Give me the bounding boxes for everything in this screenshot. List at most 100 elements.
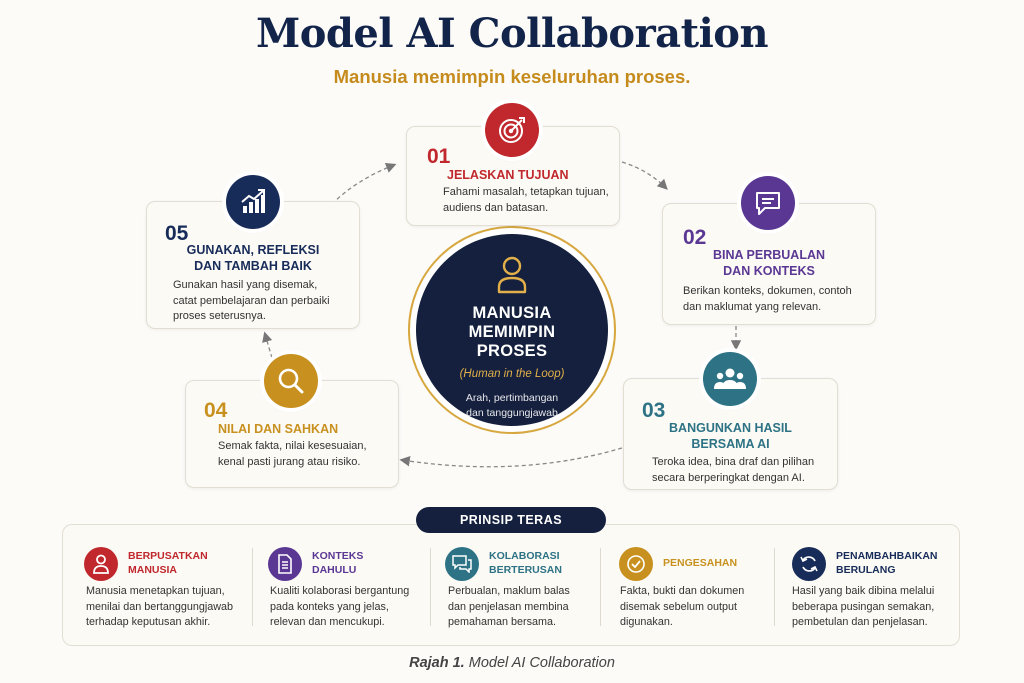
desc-line: digunakan. — [620, 616, 673, 628]
center-title: MANUSIA MEMIMPIN PROSES — [416, 304, 608, 361]
arrow-04-to-05 — [262, 331, 273, 359]
divider — [252, 548, 253, 626]
desc-line: Berikan konteks, dokumen, contoh — [683, 285, 852, 297]
title-line: BERPUSATKAN — [128, 550, 208, 562]
step-number: 01 — [427, 145, 451, 168]
step-number: 02 — [683, 226, 707, 249]
page-title: Model AI Collaboration — [255, 10, 769, 57]
document-icon — [268, 547, 302, 581]
figure-caption: Rajah 1. Model AI Collaboration — [0, 655, 1024, 671]
step-title: JELASKAN TUJUAN — [447, 168, 569, 182]
desc-line: catat pembelajaran dan perbaiki — [173, 294, 330, 307]
desc-line: relevan dan mencukupi. — [270, 616, 385, 628]
arrow-01-to-02 — [621, 161, 668, 190]
title-line: PENGESAHAN — [663, 557, 738, 569]
step-card-03: 03 BANGUNKAN HASIL BERSAMA AI Teroka ide… — [623, 378, 838, 490]
desc-line: Teroka idea, bina draf dan pilihan — [652, 456, 815, 468]
title-line: DAN TAMBAH BAIK — [194, 259, 312, 273]
team-icon — [703, 352, 757, 406]
step-description: Berikan konteks, dokumen, contoh dan mak… — [683, 284, 852, 315]
desc-line: terhadap keputusan akhir. — [86, 616, 211, 628]
desc-line: kenal pasti jurang atau risiko. — [218, 455, 361, 468]
caption-text: Model AI Collaboration — [468, 655, 615, 671]
center-subtitle: (Human in the Loop) — [459, 368, 565, 380]
caption-label: Rajah 1. — [409, 655, 465, 671]
principle-title: PENAMBAHBAIKAN BERULANG — [836, 549, 938, 577]
title-line: DAN KONTEKS — [723, 264, 815, 278]
principle-title: KONTEKS DAHULU — [312, 549, 363, 577]
principle-title: BERPUSATKAN MANUSIA — [128, 549, 208, 577]
principle-description: Kualiti kolaborasi bergantung pada konte… — [270, 584, 409, 631]
divider — [430, 548, 431, 626]
title-line: MANUSIA — [128, 564, 177, 576]
desc-line: Gunakan hasil yang disemak, — [173, 279, 318, 291]
desc-line: pemahaman bersama. — [448, 616, 557, 628]
desc-line: beberapa pusingan semakan, — [792, 600, 935, 613]
desc-line: dan penjelasan membina — [448, 600, 569, 613]
divider — [774, 548, 775, 626]
arrow-03-to-04 — [399, 447, 623, 468]
desc-line: pada konteks yang jelas, — [270, 600, 389, 613]
step-title: NILAI DAN SAHKAN — [218, 422, 339, 436]
desc-line: Semak fakta, nilai kesesuaian, — [218, 440, 367, 452]
step-description: Fahami masalah, tetapkan tujuan, audiens… — [443, 185, 609, 216]
desc-line: menilai dan bertanggungjawab — [86, 600, 234, 613]
title-line: BINA PERBUALAN — [712, 248, 826, 262]
step-number: 04 — [204, 399, 228, 422]
chat-icon — [445, 547, 479, 581]
desc-line: Manusia menetapkan tujuan, — [86, 585, 225, 597]
principles-heading: PRINSIP TERAS — [416, 507, 606, 533]
growth-chart-icon — [226, 175, 280, 229]
step-title: GUNAKAN, REFLEKSI DAN TAMBAH BAIK — [147, 242, 359, 274]
title-line: KONTEKS — [312, 550, 364, 562]
center-title-line: MANUSIA — [472, 304, 552, 322]
target-icon — [485, 103, 539, 157]
desc-line: dan maklumat yang relevan. — [683, 300, 822, 313]
person-icon — [497, 256, 527, 294]
title-line: BERTERUSAN — [489, 564, 562, 576]
desc-line: Perbualan, maklum balas — [448, 585, 570, 597]
title-line: BERULANG — [836, 564, 896, 576]
title-line: GUNAKAN, REFLEKSI — [186, 243, 320, 257]
center-desc-line: Arah, pertimbangan — [465, 392, 559, 404]
principle-description: Perbualan, maklum balas dan penjelasan m… — [448, 584, 570, 631]
title-line: BANGUNKAN HASIL — [669, 421, 792, 435]
step-description: Semak fakta, nilai kesesuaian, kenal pas… — [218, 439, 367, 470]
page-subtitle: Manusia memimpin keseluruhan proses. — [333, 66, 691, 87]
desc-line: Fakta, bukti dan dokumen — [620, 585, 745, 597]
chat-icon — [741, 176, 795, 230]
principle-description: Manusia menetapkan tujuan, menilai dan b… — [86, 584, 233, 631]
title-line: BERSAMA AI — [691, 437, 770, 451]
step-title: BINA PERBUALAN DAN KONTEKS — [663, 247, 875, 279]
principle-title: PENGESAHAN — [663, 556, 737, 570]
center-title-line: PROSES — [476, 342, 548, 360]
center-inner: MANUSIA MEMIMPIN PROSES (Human in the Lo… — [416, 234, 608, 426]
divider — [600, 548, 601, 626]
center-title-line: MEMIMPIN — [468, 323, 556, 341]
step-title: BANGUNKAN HASIL BERSAMA AI — [624, 420, 837, 452]
principle-title: KOLABORASI BERTERUSAN — [489, 549, 562, 577]
arrow-05-to-01 — [331, 163, 397, 205]
check-circle-icon — [619, 547, 653, 581]
title-line: DAHULU — [312, 564, 357, 576]
center-description: Arah, pertimbangan dan tanggungjawab — [416, 391, 608, 421]
step-description: Gunakan hasil yang disemak, catat pembel… — [173, 278, 330, 325]
magnifier-icon — [264, 354, 318, 408]
principle-description: Hasil yang baik dibina melalui beberapa … — [792, 584, 934, 631]
desc-line: pembetulan dan penjelasan. — [792, 616, 928, 628]
desc-line: proses seterusnya. — [173, 310, 266, 322]
refresh-icon — [792, 547, 826, 581]
person-icon — [84, 547, 118, 581]
step-description: Teroka idea, bina draf dan pilihan secar… — [652, 455, 814, 486]
center-desc-line: dan tanggungjawab — [466, 407, 558, 419]
principle-description: Fakta, bukti dan dokumen disemak sebelum… — [620, 584, 744, 631]
desc-line: Hasil yang baik dibina melalui — [792, 585, 935, 597]
desc-line: Fahami masalah, tetapkan tujuan, — [443, 186, 609, 198]
title-line: KOLABORASI — [489, 550, 560, 562]
center-circle: MANUSIA MEMIMPIN PROSES (Human in the Lo… — [408, 226, 616, 434]
desc-line: audiens dan batasan. — [443, 201, 549, 214]
desc-line: Kualiti kolaborasi bergantung — [270, 585, 410, 597]
title-line: PENAMBAHBAIKAN — [836, 550, 938, 562]
desc-line: secara berperingkat dengan AI. — [652, 471, 805, 484]
